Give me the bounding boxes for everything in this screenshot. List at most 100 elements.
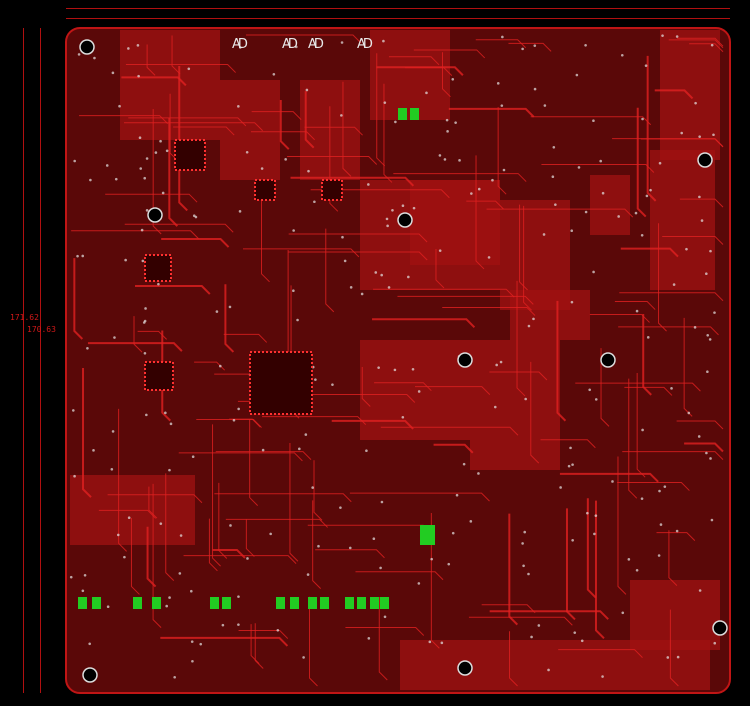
via <box>646 336 650 339</box>
trace <box>161 238 230 248</box>
trace <box>345 627 425 636</box>
via <box>640 233 644 237</box>
via <box>601 191 605 195</box>
via <box>693 326 697 329</box>
vias <box>69 34 728 683</box>
via <box>331 383 334 386</box>
via <box>417 390 421 393</box>
trace <box>614 301 656 310</box>
via <box>313 200 316 204</box>
via <box>81 589 85 593</box>
trace <box>617 456 627 595</box>
via <box>306 573 310 576</box>
traces <box>71 34 724 687</box>
via <box>137 74 140 78</box>
via <box>694 101 697 105</box>
via <box>387 286 391 289</box>
trace <box>679 198 724 208</box>
via <box>284 158 287 161</box>
via <box>379 566 382 570</box>
trace <box>468 616 573 626</box>
trace <box>212 424 221 567</box>
via <box>159 522 163 525</box>
trace <box>435 248 445 289</box>
via <box>367 637 371 640</box>
via <box>706 333 710 337</box>
trace <box>430 512 440 649</box>
via <box>451 531 455 535</box>
dimension-label-inner: 170.63 <box>27 325 56 334</box>
via <box>554 203 557 206</box>
trace <box>654 89 694 100</box>
trace <box>448 107 535 118</box>
via <box>190 640 194 643</box>
via <box>430 557 433 561</box>
via <box>670 387 673 390</box>
via <box>304 433 308 436</box>
via <box>380 273 383 277</box>
trace <box>475 155 485 270</box>
via <box>620 53 624 57</box>
via <box>77 53 81 56</box>
via <box>676 655 680 659</box>
trace <box>288 233 428 243</box>
via <box>393 368 397 372</box>
via <box>76 254 79 258</box>
trace <box>304 91 315 149</box>
trace <box>600 348 610 427</box>
via <box>111 71 115 75</box>
copper-pour <box>650 150 715 290</box>
trace <box>325 228 335 313</box>
trace <box>376 66 464 76</box>
via <box>123 555 126 559</box>
trace <box>624 386 673 396</box>
via <box>245 150 249 154</box>
trace <box>238 630 289 639</box>
via <box>69 575 73 579</box>
via <box>296 318 299 322</box>
via <box>294 45 298 49</box>
trace <box>262 416 367 425</box>
via <box>700 219 704 222</box>
trace <box>165 473 175 581</box>
trace <box>87 342 183 352</box>
via <box>391 208 394 212</box>
trace <box>481 604 536 614</box>
via <box>385 217 389 221</box>
trace <box>509 631 518 687</box>
via <box>154 151 158 154</box>
trace <box>617 482 690 491</box>
via <box>417 582 421 585</box>
via <box>698 135 701 138</box>
copper-pour <box>410 180 500 265</box>
via <box>440 641 444 645</box>
via <box>477 187 481 191</box>
via <box>477 472 480 475</box>
copper-pour <box>360 340 470 440</box>
trace <box>279 99 290 150</box>
silk-label-ad-4: AD <box>357 37 373 52</box>
trace <box>79 115 169 124</box>
trace <box>287 156 378 165</box>
via <box>712 133 715 137</box>
via <box>499 360 503 364</box>
green-pad <box>308 597 317 609</box>
trace <box>223 333 268 343</box>
trace <box>618 326 719 336</box>
via <box>706 370 709 374</box>
mounting-hole <box>82 667 98 683</box>
via <box>113 336 116 339</box>
copper-pours <box>70 30 720 690</box>
mounting-hole <box>147 207 163 223</box>
via <box>348 546 352 550</box>
trace <box>118 408 127 552</box>
via <box>428 640 432 644</box>
via <box>425 91 428 95</box>
via <box>317 544 320 548</box>
green-pad <box>133 597 142 609</box>
via <box>709 457 712 460</box>
via <box>454 121 457 124</box>
via <box>611 480 614 483</box>
